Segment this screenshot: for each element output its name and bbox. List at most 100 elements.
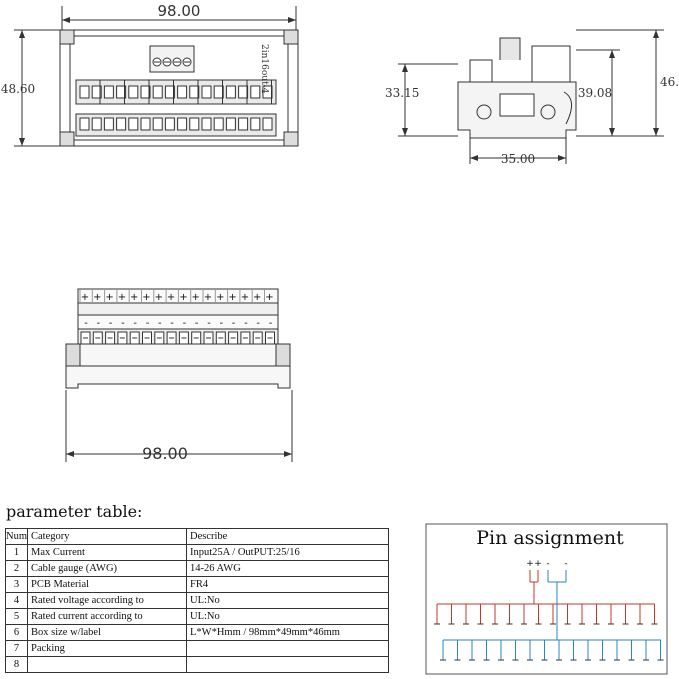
upper-terminal <box>238 85 249 99</box>
front-plus-sign: + <box>105 292 113 303</box>
pin-frame <box>425 523 668 675</box>
front-width-label: 98.00 <box>142 444 188 463</box>
side-total-height-label: 46.48 <box>660 75 679 89</box>
table-cell-category: Packing <box>27 640 187 657</box>
table-cell-category: PCB Material <box>27 576 187 593</box>
pin-assignment-panel: ++-- <box>425 523 668 675</box>
header-describe: Describe <box>186 528 389 545</box>
parameter-table-title: parameter table: <box>6 502 143 521</box>
side-hole-left <box>476 104 492 120</box>
side-left-height-label: 33.15 <box>385 86 419 100</box>
header-num: Num <box>5 528 28 545</box>
upper-terminal <box>177 85 188 99</box>
lower-terminal <box>177 117 188 131</box>
front-minus-sign: - <box>256 318 260 329</box>
front-minus-sign: - <box>183 318 187 329</box>
front-plus-sign: + <box>179 292 187 303</box>
upper-terminal <box>250 85 261 99</box>
side-hole-right <box>540 104 556 120</box>
table-header-row: Num Category Describe <box>5 528 389 545</box>
table-cell-num: 8 <box>5 656 28 673</box>
top-height-label: 48.60 <box>1 82 35 96</box>
table-cell-category: Cable gauge (AWG) <box>27 560 187 577</box>
pin-assignment-title: Pin assignment <box>476 527 624 549</box>
table-cell-category: Box size w/label <box>27 624 187 641</box>
upper-terminal <box>164 85 175 99</box>
lower-terminal <box>128 117 139 131</box>
lower-terminal <box>238 117 249 131</box>
side-inner-height-label: 39.08 <box>578 86 612 100</box>
lower-terminal <box>91 117 102 131</box>
table-cell-describe: UL:No <box>186 608 389 625</box>
front-plus-sign: + <box>241 292 249 303</box>
input-pin-label: + <box>526 559 534 569</box>
table-row: 8 <box>5 656 389 673</box>
side-view <box>398 29 664 164</box>
front-plus-sign: + <box>155 292 163 303</box>
front-plus-sign: + <box>204 292 212 303</box>
front-plus-sign: + <box>167 292 175 303</box>
table-cell-describe: Input25A / OutPUT:25/16 <box>186 544 389 561</box>
front-plus-sign: + <box>130 292 138 303</box>
front-plus-sign: + <box>192 292 200 303</box>
upper-terminal <box>116 85 127 99</box>
table-cell-describe: 14-26 AWG <box>186 560 389 577</box>
front-minus-sign: - <box>219 318 223 329</box>
upper-terminal <box>189 85 200 99</box>
table-cell-num: 5 <box>5 608 28 625</box>
input-pin-label: - <box>564 559 567 569</box>
front-plus-sign: + <box>253 292 261 303</box>
lower-terminal <box>262 117 273 131</box>
table-cell-category: Max Current <box>27 544 187 561</box>
upper-terminal <box>152 85 163 99</box>
front-minus-sign: - <box>207 318 211 329</box>
top-width-label: 98.00 <box>158 2 201 20</box>
lower-terminal <box>225 117 236 131</box>
table-cell-describe: UL:No <box>186 592 389 609</box>
lower-terminal <box>201 117 212 131</box>
front-plus-sign: + <box>216 292 224 303</box>
table-cell-category: Rated current according to <box>27 608 187 625</box>
table-cell-describe: FR4 <box>186 576 389 593</box>
table-cell-describe: L*W*Hmm / 98mm*49mm*46mm <box>186 624 389 641</box>
upper-terminal <box>79 85 90 99</box>
table-cell-num: 6 <box>5 624 28 641</box>
top-body-outline <box>59 29 299 147</box>
front-minus-sign: - <box>84 318 88 329</box>
front-plus-sign: + <box>93 292 101 303</box>
table-cell-category: Rated voltage according to <box>27 592 187 609</box>
lower-terminal <box>189 117 200 131</box>
side-rail-width-label: 35.00 <box>501 152 535 166</box>
table-cell-num: 1 <box>5 544 28 561</box>
upper-terminal <box>213 85 224 99</box>
front-minus-sign: - <box>232 318 236 329</box>
front-minus-sign: - <box>269 318 273 329</box>
lower-terminal <box>140 117 151 131</box>
table-cell-num: 7 <box>5 640 28 657</box>
upper-terminal <box>225 85 236 99</box>
front-minus-sign: - <box>146 318 150 329</box>
upper-terminal <box>128 85 139 99</box>
front-minus-sign: - <box>170 318 174 329</box>
input-pin-label: - <box>546 559 549 569</box>
upper-terminal <box>91 85 102 99</box>
front-minus-sign: - <box>195 318 199 329</box>
front-minus-sign: - <box>133 318 137 329</box>
input-pin-label: + <box>534 559 542 569</box>
front-minus-sign: - <box>121 318 125 329</box>
front-plus-sign: + <box>228 292 236 303</box>
table-cell-describe <box>186 640 389 657</box>
front-plus-sign: + <box>81 292 89 303</box>
front-minus-sign: - <box>96 318 100 329</box>
table-cell-num: 2 <box>5 560 28 577</box>
table-cell-num: 3 <box>5 576 28 593</box>
front-plus-sign: + <box>265 292 273 303</box>
front-plus-sign: + <box>142 292 150 303</box>
